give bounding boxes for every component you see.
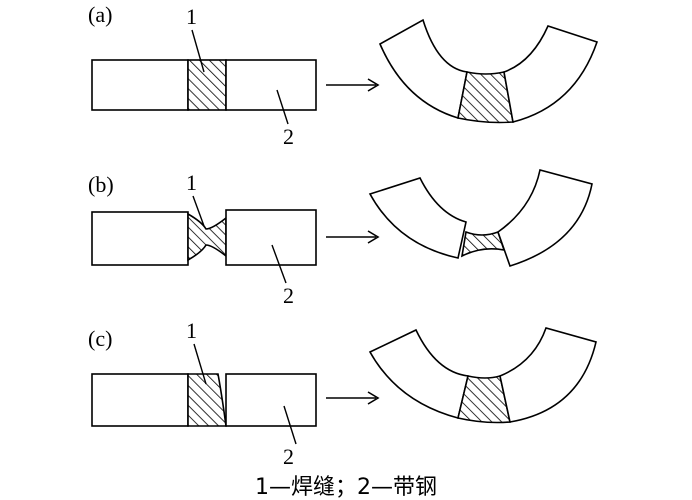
panel-c-label: (c) xyxy=(88,326,112,351)
strip-label-b: 2 xyxy=(283,283,294,308)
strip-left-segment xyxy=(91,59,189,111)
strip-left-segment xyxy=(91,211,189,266)
panel-c: (c) 1 2 xyxy=(88,318,597,469)
weld-leader-a xyxy=(191,29,205,73)
strip-label-a: 2 xyxy=(283,124,294,149)
weld-label-a: 1 xyxy=(186,4,197,29)
arrow-b xyxy=(326,230,380,244)
strip-leader-c xyxy=(283,405,297,445)
strip-left-segment xyxy=(91,373,189,427)
weld-label-c: 1 xyxy=(186,318,197,343)
legend-caption: 1—焊缝；2—带钢 xyxy=(255,475,437,500)
bent-left-segment xyxy=(378,18,468,120)
bent-left-segment xyxy=(368,328,469,419)
straight-strip-a xyxy=(91,59,317,111)
strip-right-segment xyxy=(225,59,317,111)
strip-right-segment xyxy=(225,209,317,266)
panel-b: (b) 1 2 xyxy=(88,169,593,308)
strip-right-segment xyxy=(225,373,317,427)
straight-strip-c xyxy=(91,373,317,427)
bent-right-segment xyxy=(499,327,597,423)
strip-leader-a xyxy=(276,89,289,125)
strip-leader-b xyxy=(271,244,287,284)
bent-strip-a xyxy=(378,18,599,124)
bent-weld-seam-necked xyxy=(460,230,506,258)
arrow-a xyxy=(326,78,380,92)
weld-leader-b xyxy=(192,195,205,227)
panel-a-label: (a) xyxy=(88,2,112,27)
arrow-c xyxy=(326,391,380,405)
bent-strip-b xyxy=(368,169,593,267)
strip-label-c: 2 xyxy=(283,444,294,469)
weld-leader-c xyxy=(193,343,207,385)
panel-a: (a) 1 2 xyxy=(88,2,599,149)
weld-seam-necked xyxy=(187,212,227,262)
panel-b-label: (b) xyxy=(88,172,114,197)
bent-right-segment xyxy=(497,169,593,267)
bent-strip-c xyxy=(368,327,597,424)
weld-label-b: 1 xyxy=(186,170,197,195)
weld-seam xyxy=(187,373,227,427)
bent-right-segment xyxy=(503,25,599,123)
bent-left-segment xyxy=(368,177,467,259)
weld-seam xyxy=(187,59,227,111)
straight-strip-b xyxy=(91,209,317,266)
